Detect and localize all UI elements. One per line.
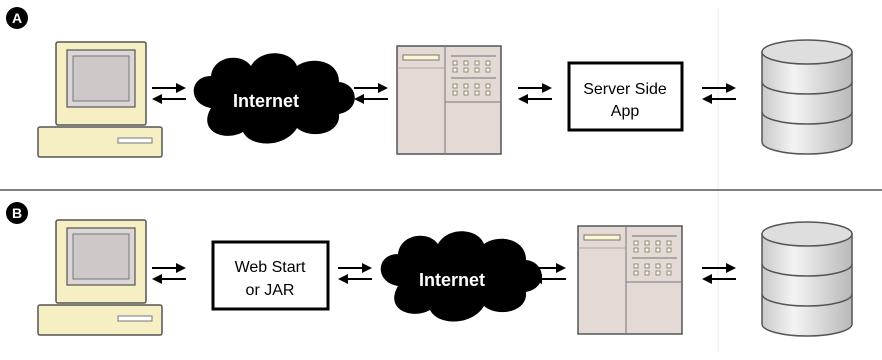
server-rack-icon xyxy=(577,225,683,335)
panel-b: B Web Start or JAR Internet xyxy=(6,202,853,337)
bidirectional-arrows-icon xyxy=(337,262,373,285)
app-box-line1: Server Side xyxy=(583,81,667,98)
app-box-line1: Web Start xyxy=(235,259,306,276)
bidirectional-arrows-icon xyxy=(151,262,187,285)
cloud-label: Internet xyxy=(419,270,485,290)
panel-a: A Internet Server Side App xyxy=(6,7,853,158)
bidirectional-arrows-icon xyxy=(353,82,389,105)
database-icon xyxy=(761,221,853,337)
panel-a-badge: A xyxy=(6,7,28,29)
bidirectional-arrows-icon xyxy=(701,262,737,285)
app-box-line2: or JAR xyxy=(246,282,295,299)
server-side-app-box: Server Side App xyxy=(567,61,684,132)
computer-icon xyxy=(37,41,163,158)
bidirectional-arrows-icon xyxy=(701,82,737,105)
panel-b-badge: B xyxy=(6,202,28,224)
computer-icon xyxy=(37,219,163,336)
svg-text:B: B xyxy=(12,205,22,221)
bidirectional-arrows-icon xyxy=(517,82,553,105)
svg-text:A: A xyxy=(12,10,22,26)
app-box-line2: App xyxy=(611,103,640,120)
database-icon xyxy=(761,39,853,155)
cloud-label: Internet xyxy=(233,91,299,111)
server-rack-icon xyxy=(396,45,502,155)
web-start-jar-box: Web Start or JAR xyxy=(211,240,330,311)
bidirectional-arrows-icon xyxy=(151,82,187,105)
